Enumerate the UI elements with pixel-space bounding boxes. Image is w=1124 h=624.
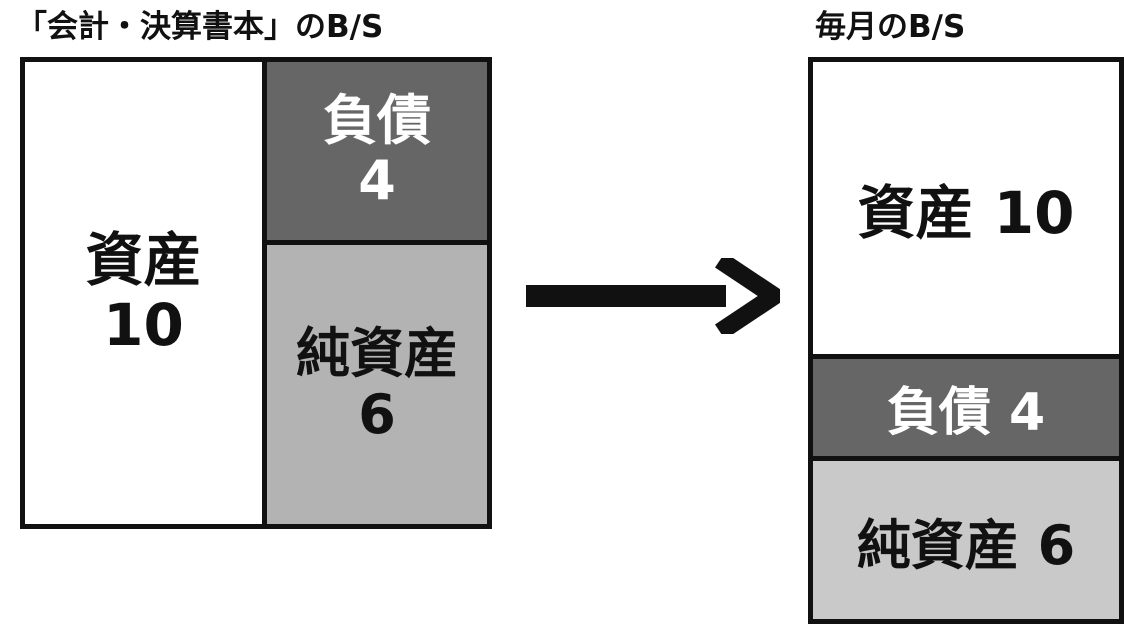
left-assets-label: 資産 [85, 226, 202, 295]
left-liabilities-value: 4 [358, 149, 396, 212]
right-arrow-icon [526, 258, 780, 334]
right-net-assets-cell: 純資産 6 [813, 461, 1119, 624]
right-assets-cell: 資産 10 [813, 62, 1119, 354]
arrow-shaft [526, 285, 726, 307]
left-net-assets-cell: 純資産 6 [262, 245, 487, 524]
right-liabilities-cell: 負債 4 [813, 354, 1119, 461]
arrow-head [715, 258, 780, 334]
left-liabilities-label: 負債 [323, 88, 431, 152]
left-assets-value: 10 [103, 291, 184, 359]
right-balance-sheet: 資産 10 負債 4 純資産 6 [808, 57, 1124, 624]
left-assets-cell: 資産 10 [25, 62, 262, 524]
right-chart-title: 毎月のB/S [815, 9, 966, 45]
left-net-assets-value: 6 [358, 382, 396, 446]
left-balance-sheet: 資産 10 負債 4 純資産 6 [20, 57, 492, 529]
left-net-assets-label: 純資産 [296, 322, 458, 386]
left-chart-title: 「会計・決算書本」のB/S [16, 9, 384, 45]
left-liabilities-cell: 負債 4 [262, 62, 487, 245]
